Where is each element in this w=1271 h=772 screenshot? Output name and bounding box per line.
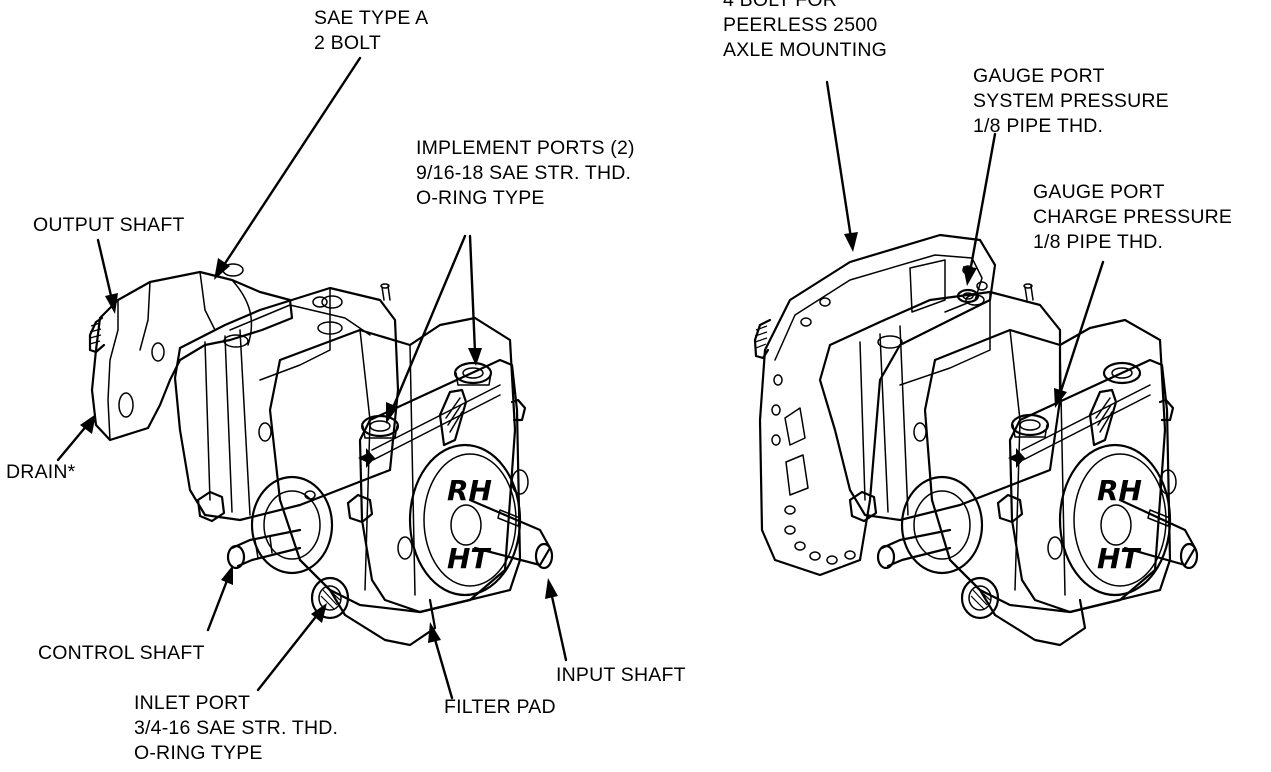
left-cover-marking-bottom: HT [447,542,491,575]
label-line: PEERLESS 2500 [723,14,878,36]
left-transmission-unit: RH HT [88,263,554,647]
label-line: IMPLEMENT PORTS (2) [416,137,635,159]
arrowhead-input-shaft [545,578,558,599]
label-line: DRAIN* [6,461,76,483]
label-line: OUTPUT SHAFT [33,214,185,236]
label-line: 3/4-16 SAE STR. THD. [134,717,339,739]
arrowhead-output-shaft [105,293,118,314]
label-line: SYSTEM PRESSURE [973,90,1169,112]
label-drain: DRAIN* [6,460,75,485]
arrowhead-implement-port-1 [386,402,398,424]
label-output-shaft: OUTPUT SHAFT [33,213,185,238]
arrowhead-inlet-port [311,603,327,623]
label-line: 1/8 PIPE THD. [973,115,1104,137]
label-line: 4 BOLT FOR [723,0,837,11]
arrowhead-sae-type-a [214,258,230,280]
leader-gauge-system [968,132,997,274]
label-implement-ports: IMPLEMENT PORTS (2) 9/16-18 SAE STR. THD… [416,136,635,211]
label-filter-pad: FILTER PAD [444,695,556,720]
label-line: GAUGE PORT [1033,181,1165,203]
right-cover-marking-top: RH [1097,474,1142,507]
label-line: 1/8 PIPE THD. [1033,231,1164,253]
arrowhead-four-bolt [844,232,858,252]
label-line: 2 BOLT [314,32,381,54]
leader-input-shaft [549,590,568,662]
label-line: INPUT SHAFT [556,664,686,686]
label-inlet-port: INLET PORT 3/4-16 SAE STR. THD. O-RING T… [134,691,338,766]
arrowhead-filter-pad [428,622,441,643]
label-line: CONTROL SHAFT [38,642,205,664]
arrowhead-gauge-system [963,266,977,286]
leader-implement-port-2 [468,234,477,354]
label-gauge-port-system: GAUGE PORT SYSTEM PRESSURE 1/8 PIPE THD. [973,64,1169,139]
left-cover-marking-top: RH [447,474,492,507]
label-line: 9/16-18 SAE STR. THD. [416,162,632,184]
leader-sae-type-a [220,56,362,270]
arrowhead-gauge-charge [1054,388,1067,408]
label-line: SAE TYPE A [314,7,429,29]
label-line: O-RING TYPE [134,742,263,764]
leader-implement-port-1 [390,234,467,412]
leader-filter-pad [432,634,454,700]
label-line: FILTER PAD [444,696,556,718]
leader-lines [56,56,1105,700]
leader-four-bolt [825,80,853,240]
label-sae-type-a: SAE TYPE A 2 BOLT [314,6,428,56]
label-input-shaft: INPUT SHAFT [556,663,686,688]
leader-output-shaft [96,238,114,302]
label-line: GAUGE PORT [973,65,1105,87]
label-gauge-port-charge: GAUGE PORT CHARGE PRESSURE 1/8 PIPE THD. [1033,180,1232,255]
leader-drain [56,422,90,462]
label-line: CHARGE PRESSURE [1033,206,1233,228]
label-line: INLET PORT [134,692,251,714]
label-control-shaft: CONTROL SHAFT [38,641,205,666]
right-cover-marking-bottom: HT [1097,542,1141,575]
label-line: AXLE MOUNTING [723,39,888,61]
label-line: O-RING TYPE [416,187,545,209]
arrowhead-implement-port-2 [468,348,482,366]
arrowhead-control-shaft [221,565,233,585]
arrowhead-drain [80,414,96,434]
right-transmission-unit: RH HT [753,233,1199,647]
leader-control-shaft [206,576,230,632]
leader-inlet-port [256,612,320,692]
label-four-bolt: 4 BOLT FOR PEERLESS 2500 AXLE MOUNTING [723,0,887,63]
leader-gauge-charge [1058,260,1105,396]
